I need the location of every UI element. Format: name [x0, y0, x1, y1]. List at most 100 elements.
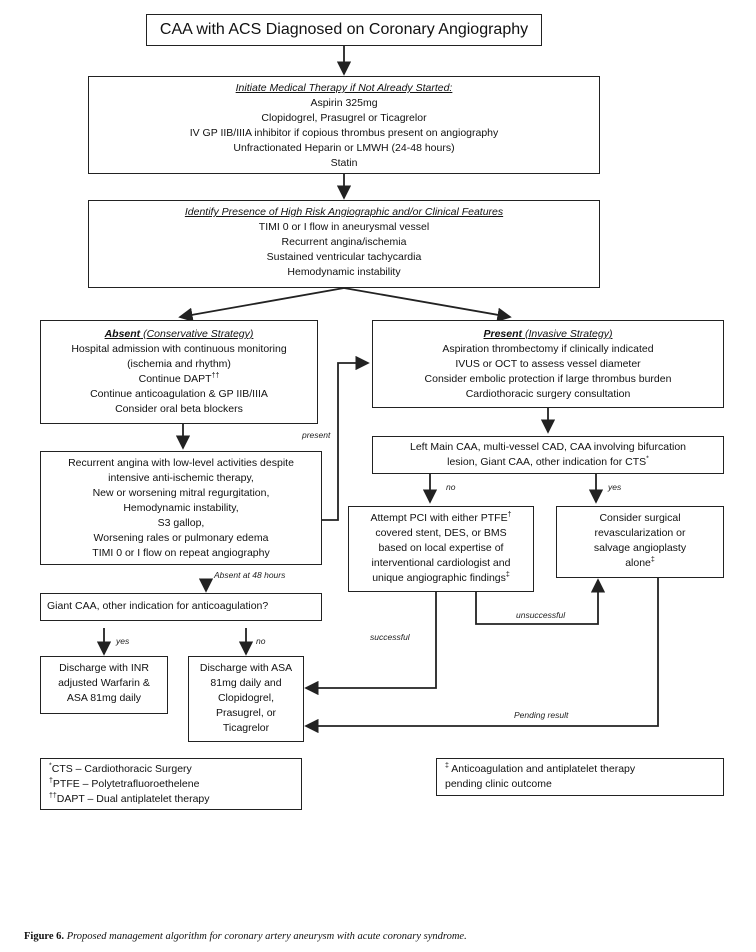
inr-line: adjusted Warfarin &: [58, 677, 150, 689]
therapy-line: IV GP IIB/IIIA inhibitor if copious thro…: [189, 127, 499, 139]
label-successful: successful: [370, 632, 410, 642]
recurrent-line: TIMI 0 or I flow on repeat angiography: [92, 547, 270, 559]
left-main-line-2: lesion, Giant CAA, other indication for …: [373, 455, 723, 470]
discharge-asa-box: Discharge with ASA 81mg daily and Clopid…: [188, 656, 304, 742]
inr-line: ASA 81mg daily: [66, 692, 142, 704]
label-yes-surgical: yes: [608, 482, 622, 492]
figure-caption: Figure 6. Proposed management algorithm …: [24, 931, 467, 942]
arrow-pci-unsuccessful: [475, 578, 606, 625]
present-header-bold: Present: [483, 328, 523, 340]
arrow-pci-successful: [304, 592, 437, 696]
risk-line: Hemodynamic instability: [287, 266, 401, 278]
recurrent-line: Hemodynamic instability,: [123, 502, 239, 514]
pci-line: covered stent, DES, or BMS: [375, 527, 507, 539]
surgical-line: revascularization or: [594, 527, 686, 539]
label-yes-inr: yes: [116, 636, 130, 646]
absent-line: (ischemia and rhythm): [127, 358, 231, 370]
legend-pending-line-1: ‡ Anticoagulation and antiplatelet thera…: [445, 762, 723, 777]
legend-ptfe: †PTFE – Polytetrafluoroethelene: [49, 777, 301, 792]
surgical-line-4: alone‡: [557, 556, 723, 571]
caption-text: Proposed management algorithm for corona…: [64, 931, 467, 942]
high-risk-box: Identify Presence of High Risk Angiograp…: [88, 200, 600, 288]
therapy-line: Statin: [330, 157, 358, 169]
absent-header: Absent (Conservative Strategy): [41, 327, 317, 342]
inr-line: Discharge with INR: [59, 662, 149, 674]
title-text: CAA with ACS Diagnosed on Coronary Angio…: [159, 21, 529, 38]
attempt-pci-box: Attempt PCI with either PTFE† covered st…: [348, 506, 534, 592]
pci-sup-5: ‡: [505, 571, 510, 579]
legend-pending-text-1: Anticoagulation and antiplatelet therapy: [448, 763, 636, 775]
left-main-sup: *: [646, 455, 649, 463]
recurrent-line: intensive anti-ischemic therapy,: [108, 472, 254, 484]
pci-line-1: Attempt PCI with either PTFE†: [349, 511, 533, 526]
legend-abbreviations-box: *CTS – Cardiothoracic Surgery †PTFE – Po…: [40, 758, 302, 810]
surgical-sup: ‡: [650, 556, 655, 564]
legend-cts: *CTS – Cardiothoracic Surgery: [49, 762, 301, 777]
legend-dapt-text: DAPT – Dual antiplatelet therapy: [56, 793, 210, 805]
pci-text-1: Attempt PCI with either PTFE: [370, 512, 508, 524]
surgical-text-4: alone: [625, 557, 651, 569]
arrow-surgical-pending: [304, 578, 659, 734]
left-main-text: lesion, Giant CAA, other indication for …: [447, 456, 647, 468]
giant-caa-text: Giant CAA, other indication for anticoag…: [47, 600, 269, 612]
arrow-highrisk-to-absent: [178, 287, 345, 322]
high-risk-header: Identify Presence of High Risk Angiograp…: [184, 206, 504, 218]
surgical-line: Consider surgical: [599, 512, 681, 524]
present-line: Cardiothoracic surgery consultation: [465, 388, 631, 400]
arrow-highrisk-to-present: [343, 287, 512, 322]
asa-line: Discharge with ASA: [199, 662, 293, 674]
asa-line: Ticagrelor: [222, 722, 270, 734]
present-header-rest: (Invasive Strategy): [522, 328, 613, 340]
absent-header-rest: (Conservative Strategy): [140, 328, 254, 340]
present-strategy-box: Present (Invasive Strategy) Aspiration t…: [372, 320, 724, 408]
pci-text-5: unique angiographic findings: [372, 572, 506, 584]
surgical-box: Consider surgical revascularization or s…: [556, 506, 724, 578]
absent-line-dapt: Continue DAPT††: [41, 372, 317, 387]
recurrent-line: Recurrent angina with low-level activiti…: [68, 457, 294, 469]
risk-line: TIMI 0 or I flow in aneurysmal vessel: [258, 221, 430, 233]
legend-pending-line-2: pending clinic outcome: [445, 778, 552, 790]
giant-caa-box: Giant CAA, other indication for anticoag…: [40, 593, 322, 621]
absent-header-bold: Absent: [104, 328, 141, 340]
pci-line-5: unique angiographic findings‡: [349, 571, 533, 586]
present-header: Present (Invasive Strategy): [373, 327, 723, 342]
therapy-line: Aspirin 325mg: [310, 97, 378, 109]
legend-pending-box: ‡ Anticoagulation and antiplatelet thera…: [436, 758, 724, 796]
absent-strategy-box: Absent (Conservative Strategy) Hospital …: [40, 320, 318, 424]
risk-line: Recurrent angina/ischemia: [281, 236, 407, 248]
legend-dapt: ††DAPT – Dual antiplatelet therapy: [49, 792, 301, 807]
medical-therapy-header: Initiate Medical Therapy if Not Already …: [235, 82, 453, 94]
legend-ptfe-sup: †: [49, 777, 53, 785]
therapy-line: Clopidogrel, Prasugrel or Ticagrelor: [261, 112, 427, 124]
caption-label: Figure 6.: [24, 931, 65, 942]
recurrent-line: New or worsening mitral regurgitation,: [92, 487, 270, 499]
legend-cts-sup: *: [49, 762, 52, 770]
medical-therapy-box: Initiate Medical Therapy if Not Already …: [88, 76, 600, 174]
recurrent-line: S3 gallop,: [157, 517, 205, 529]
therapy-line: Unfractionated Heparin or LMWH (24-48 ho…: [233, 142, 455, 154]
left-main-box: Left Main CAA, multi-vessel CAD, CAA inv…: [372, 436, 724, 474]
absent-dapt-sup: ††: [211, 372, 220, 380]
label-no-asa: no: [256, 636, 266, 646]
legend-pending-sup: ‡: [445, 762, 449, 770]
risk-line: Sustained ventricular tachycardia: [266, 251, 422, 263]
present-line: Aspiration thrombectomy if clinically in…: [442, 343, 654, 355]
label-pending: Pending result: [514, 710, 569, 720]
legend-cts-text: CTS – Cardiothoracic Surgery: [51, 763, 192, 775]
asa-line: 81mg daily and: [210, 677, 282, 689]
arrow-recurrent-to-present: [320, 355, 370, 521]
pci-line: based on local expertise of: [378, 542, 504, 554]
present-line: IVUS or OCT to assess vessel diameter: [455, 358, 641, 370]
title-box: CAA with ACS Diagnosed on Coronary Angio…: [146, 14, 542, 46]
absent-dapt-text: Continue DAPT: [138, 373, 212, 385]
absent-line: Consider oral beta blockers: [115, 403, 243, 415]
present-line: Consider embolic protection if large thr…: [424, 373, 672, 385]
asa-line: Clopidogrel,: [217, 692, 275, 704]
left-main-line: Left Main CAA, multi-vessel CAD, CAA inv…: [409, 441, 687, 453]
legend-ptfe-text: PTFE – Polytetrafluoroethelene: [52, 778, 200, 790]
label-unsuccessful: unsuccessful: [516, 610, 566, 620]
pci-line: interventional cardiologist and: [371, 557, 511, 569]
label-absent-48: Absent at 48 hours: [214, 570, 286, 580]
recurrent-line: Worsening rales or pulmonary edema: [93, 532, 269, 544]
